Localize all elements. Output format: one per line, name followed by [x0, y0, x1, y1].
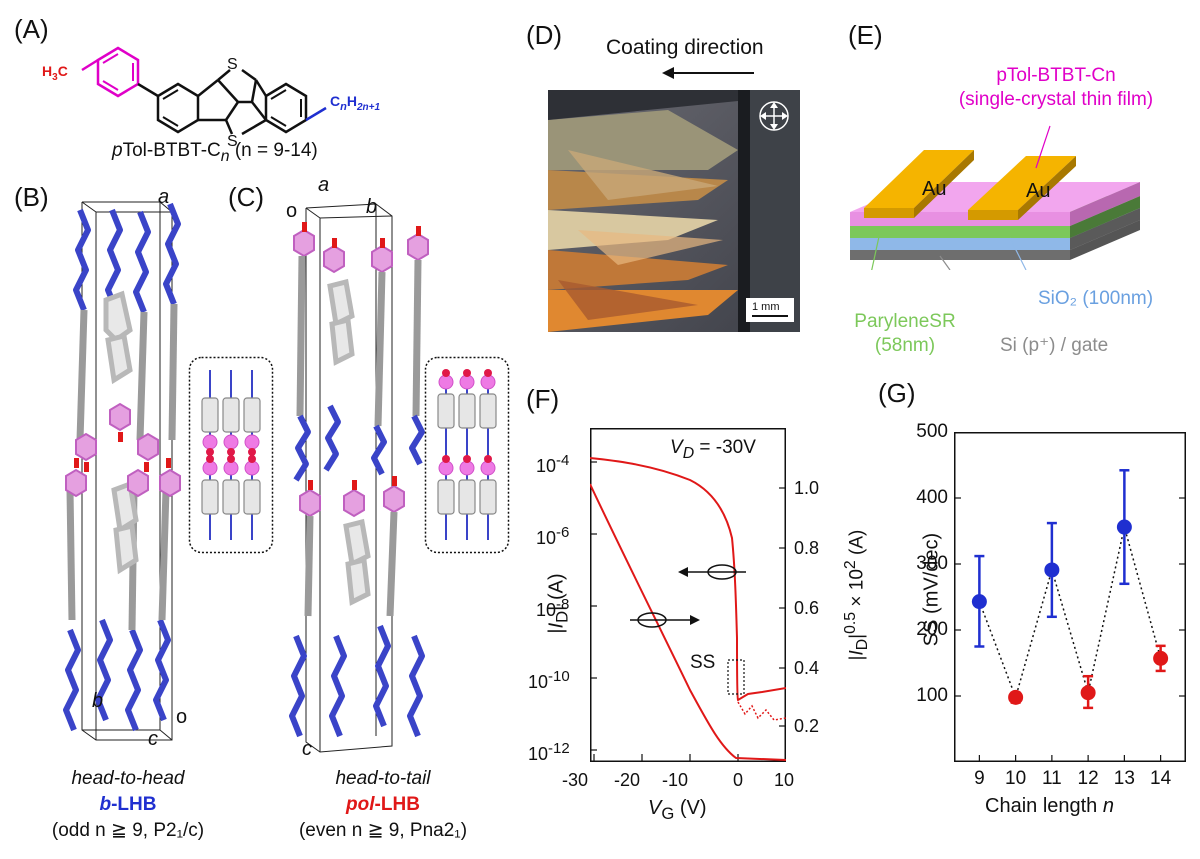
panel-label-g: (G) — [878, 378, 916, 409]
parylene-label: ParyleneSR (58nm) — [838, 310, 972, 358]
drain-voltage-annotation: VD = -30V — [670, 437, 756, 463]
f-ytick-left: 10-4 — [536, 452, 569, 477]
device-schematic — [840, 120, 1180, 270]
axis-a-c: a — [318, 174, 329, 197]
g-data-point — [1008, 690, 1023, 705]
crystal-structure-c — [280, 196, 440, 756]
g-ytick-label: 500 — [902, 421, 948, 443]
panel-label-f: (F) — [526, 384, 559, 415]
f-ytick-left: 10-12 — [528, 740, 570, 765]
crystal-structure-b — [40, 190, 200, 750]
f-xtick: -10 — [662, 770, 688, 791]
f-ytick-left: 10-10 — [528, 668, 570, 693]
f-ytick-right: 0.8 — [794, 538, 819, 559]
ss-chain-length-plot — [954, 432, 1186, 762]
au-electrode-2: Au — [1026, 180, 1050, 203]
si-gate-label: Si (p⁺) / gate — [1000, 334, 1108, 357]
molecule-structure: H3C S S CnH2n+1 — [30, 40, 450, 150]
g-data-point — [972, 594, 987, 609]
f-ytick-right: 0.4 — [794, 658, 819, 679]
coating-direction-arrow — [662, 66, 756, 80]
axis-c-b: c — [148, 728, 158, 751]
ch3-label: H3C — [42, 63, 68, 83]
g-connector-line — [979, 527, 1160, 697]
transfer-curve-plot — [590, 428, 786, 762]
g-data-point — [1117, 520, 1132, 535]
axis-b-b: b — [92, 690, 103, 713]
sio2-label: SiO₂ (100nm) — [1038, 288, 1153, 310]
panel-label-e: (E) — [848, 20, 883, 51]
g-xtick-label: 9 — [964, 768, 994, 790]
g-xtick-label: 12 — [1073, 768, 1103, 790]
g-xtick-label: 14 — [1146, 768, 1176, 790]
f-ytick-left: 10-6 — [536, 524, 569, 549]
film-label: pTol-BTBT-Cn (single-crystal thin film) — [936, 64, 1176, 112]
caption-c: head-to-tail pol-LHB (even n ≧ 9, Pna2₁) — [268, 766, 498, 844]
axis-b-c: b — [366, 196, 377, 219]
f-xtick: 10 — [774, 770, 794, 791]
schematic-inset-b — [188, 356, 274, 554]
scale-bar-label: 1 mm — [752, 301, 780, 313]
panel-label-d: (D) — [526, 20, 562, 51]
axis-o-c: o — [286, 200, 297, 223]
g-xlabel: Chain length n — [985, 795, 1114, 818]
axis-c-c: c — [302, 738, 312, 761]
schematic-inset-c — [424, 356, 510, 554]
g-xtick-label: 11 — [1037, 768, 1067, 790]
g-xtick-label: 10 — [1001, 768, 1031, 790]
panel-label-c: (C) — [228, 182, 264, 213]
alkyl-chain-label: CnH2n+1 — [330, 93, 380, 113]
f-ytick-right: 0.2 — [794, 716, 819, 737]
g-ylabel: SS (mV/dec) — [921, 490, 944, 690]
g-data-point — [1153, 651, 1168, 666]
g-data-point — [1081, 685, 1096, 700]
f-xlabel: VG (V) — [648, 797, 707, 824]
g-frame — [955, 433, 1186, 762]
au-electrode-1: Au — [922, 178, 946, 201]
f-xtick: 0 — [733, 770, 743, 791]
f-xtick: -20 — [614, 770, 640, 791]
sulfur-top: S — [227, 56, 238, 73]
f-ylabel-right: |ID|0.5 × 102 (A) — [842, 500, 872, 690]
f-xtick: -30 — [562, 770, 588, 791]
g-data-point — [1044, 562, 1059, 577]
caption-b: head-to-head b-LHB (odd n ≧ 9, P2₁/c) — [18, 766, 238, 844]
axis-o-b: o — [176, 706, 187, 729]
ss-annotation: SS — [690, 652, 715, 674]
molecule-name: pTol-BTBT-Cn (n = 9-14) — [112, 140, 318, 166]
optical-micrograph — [548, 90, 800, 332]
axis-a-b: a — [158, 186, 169, 209]
f-ytick-right: 1.0 — [794, 478, 819, 499]
g-xtick-label: 13 — [1109, 768, 1139, 790]
f-ytick-right: 0.6 — [794, 598, 819, 619]
coating-direction-label: Coating direction — [606, 36, 764, 60]
f-ylabel-left: |ID| (A) — [546, 549, 573, 659]
